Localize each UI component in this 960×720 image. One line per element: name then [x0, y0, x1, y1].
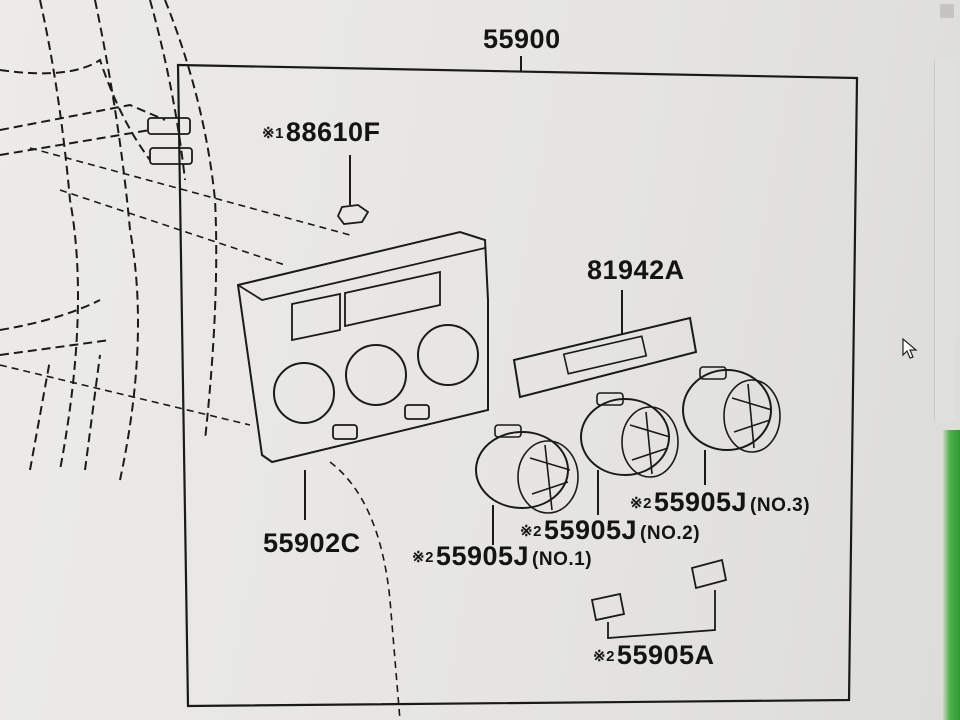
dashboard-outline-8: [0, 299, 101, 331]
dashboard-outline-6: [0, 103, 166, 131]
part-note: ※2: [593, 648, 615, 665]
part-number: 81942A: [587, 255, 685, 285]
part-suffix: (NO.1): [532, 549, 593, 570]
screw-shape: [336, 204, 370, 225]
part-label-knob-3: ※255905J(NO.3): [630, 487, 810, 518]
dashboard-outline-5: [164, 0, 218, 441]
window-control-icon[interactable]: [940, 4, 954, 18]
part-number: 55905A: [616, 640, 715, 670]
assembly-label: 55900: [483, 24, 561, 54]
dashboard-outline-4: [149, 0, 186, 181]
dial-hole-left: [273, 362, 335, 424]
control-panel-display: [291, 292, 341, 342]
dashboard-outline: [0, 58, 151, 161]
part-label-knob-2: ※255905J(NO.2): [520, 515, 700, 546]
dashboard-outline-9: [0, 339, 111, 356]
mount-line-3: [0, 364, 251, 426]
knob-3: [682, 366, 781, 453]
taskbar-edge: [943, 430, 960, 720]
display-plate: [512, 316, 698, 399]
part-label-knob-1: ※255905J(NO.1): [412, 541, 592, 572]
dashboard-outline-2: [39, 0, 79, 471]
dashboard-vent-2: [149, 147, 193, 165]
dial-hole-center: [345, 344, 407, 406]
panel-button-1: [332, 424, 358, 440]
control-panel-screen: [344, 270, 441, 328]
dashboard-outline-10: [29, 354, 101, 471]
part-suffix: (NO.2): [640, 523, 701, 544]
knob-1: [475, 424, 579, 514]
part-note: ※1: [262, 125, 284, 142]
part-label-display-plate: 81942A: [587, 255, 685, 286]
part-number: 55905J: [543, 515, 638, 545]
control-panel: [236, 230, 489, 464]
part-note: ※2: [412, 549, 434, 566]
part-note: ※2: [520, 523, 542, 540]
panel-button-2: [404, 404, 430, 420]
small-knob-left: [590, 592, 626, 622]
dial-hole-right: [417, 324, 479, 386]
assembly-box: [176, 63, 859, 708]
dashboard-vent-1: [147, 117, 191, 135]
vertical-scrollbar[interactable]: [934, 60, 955, 420]
mount-line-2: [59, 189, 286, 266]
knob-2: [580, 392, 679, 478]
mouse-cursor-icon: [902, 338, 918, 359]
mount-line-4: [329, 461, 401, 720]
part-suffix: (NO.3): [750, 495, 811, 516]
part-label-small-knobs: ※255905A: [593, 640, 715, 671]
mount-line-1: [29, 147, 351, 236]
part-label-panel: 55902C: [263, 528, 361, 559]
dashboard-outline-3: [94, 0, 139, 481]
control-panel-top: [237, 247, 486, 301]
dashboard-outline-7: [0, 129, 151, 156]
small-knobs-leader: [607, 590, 716, 639]
part-note: ※2: [630, 495, 652, 512]
small-knob-right: [690, 558, 728, 590]
part-number: 55902C: [263, 528, 361, 558]
part-number: 55905J: [653, 487, 748, 517]
part-number: 88610F: [285, 117, 381, 147]
part-number: 55905J: [435, 541, 530, 571]
display-plate-window: [562, 335, 648, 375]
part-label-screw: ※188610F: [262, 117, 381, 148]
